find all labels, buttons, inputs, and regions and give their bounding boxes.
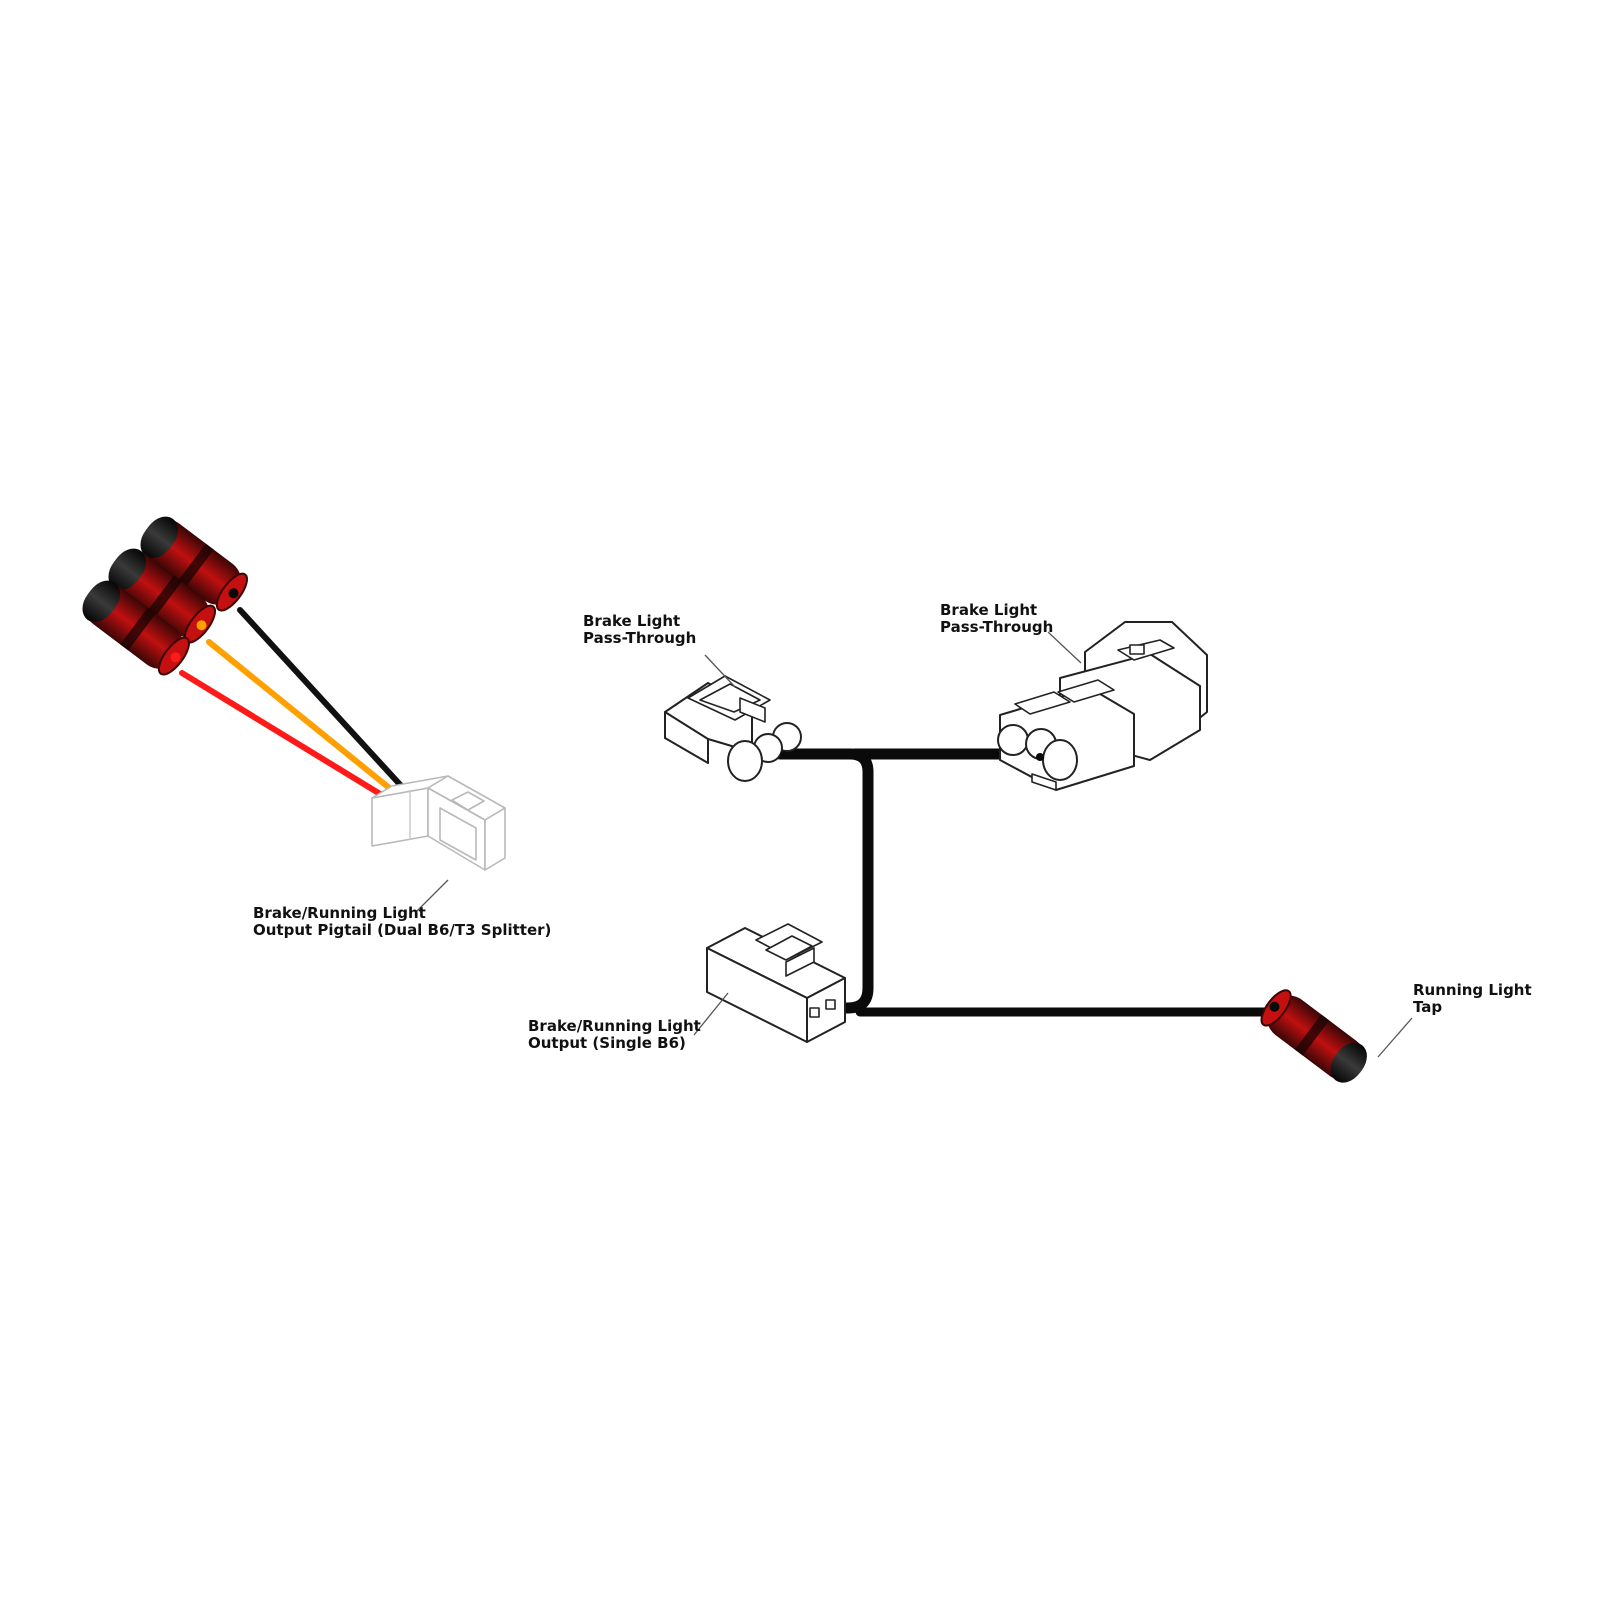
orange-wire bbox=[206, 639, 401, 798]
bullet-terminal-icon bbox=[1260, 989, 1367, 1083]
pass-through-left-leader bbox=[704, 654, 736, 688]
connector-icon bbox=[997, 621, 1208, 791]
bullet-terminal-icon bbox=[82, 580, 190, 676]
harness bbox=[774, 748, 1275, 1017]
ghost-connector-icon bbox=[371, 775, 506, 871]
single-output-leader bbox=[693, 992, 729, 1036]
single-output-label: Brake/Running Light Output (Single B6) bbox=[528, 1017, 706, 1052]
single-output-connector: Brake/Running Light Output (Single B6) bbox=[528, 923, 846, 1052]
red-wire bbox=[179, 670, 393, 803]
running-tap-label: Running Light Tap bbox=[1413, 981, 1537, 1016]
running-tap-leader bbox=[1377, 1017, 1413, 1058]
pass-through-right-connector: Brake Light Pass-Through bbox=[940, 601, 1208, 791]
black-wire bbox=[237, 607, 408, 793]
pigtail-label: Brake/Running Light Output Pigtail (Dual… bbox=[253, 904, 551, 939]
bullet-terminal-icon bbox=[140, 516, 248, 612]
pass-through-right-leader bbox=[1047, 631, 1082, 664]
connector-icon bbox=[664, 675, 802, 782]
bullet-terminal-icon bbox=[108, 548, 216, 644]
pass-through-left-connector: Brake Light Pass-Through bbox=[583, 612, 802, 782]
pigtail-assembly: Brake/Running Light Output Pigtail (Dual… bbox=[82, 516, 551, 939]
pass-through-left-label: Brake Light Pass-Through bbox=[583, 612, 696, 647]
connector-icon bbox=[706, 923, 846, 1043]
running-tap: Running Light Tap bbox=[1260, 981, 1537, 1083]
pass-through-right-label: Brake Light Pass-Through bbox=[940, 601, 1053, 636]
pigtail-leader bbox=[416, 879, 449, 912]
